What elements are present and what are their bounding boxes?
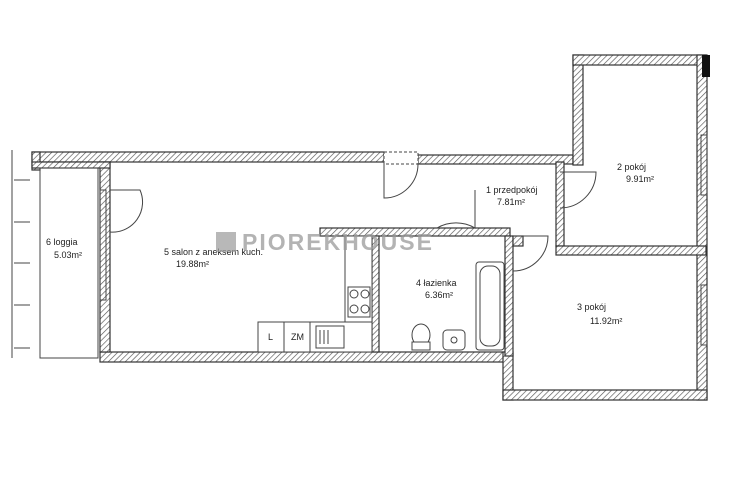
windows — [11, 134, 708, 359]
room-6-area: 5.03m² — [54, 250, 82, 260]
room-4-name: 4 łazienka — [416, 278, 457, 288]
bathtub — [475, 261, 505, 351]
room-5-area: 19.88m² — [176, 259, 209, 269]
watermark-logo-mark — [216, 232, 236, 252]
doors — [109, 151, 597, 272]
room-6-name: 6 loggia — [46, 237, 78, 247]
kitchen-counter: L ZM — [257, 235, 373, 353]
sink — [315, 325, 345, 349]
cooktop — [347, 286, 371, 318]
room-5-name: 5 salon z aneksem kuch. — [164, 247, 263, 257]
interior-walls — [319, 161, 707, 357]
room-labels: 1 przedpokój 7.81m² 2 pokój 9.91m² 3 pok… — [46, 162, 654, 326]
cabinet-zm-label: ZM — [291, 332, 304, 342]
room-2-area: 9.91m² — [626, 174, 654, 184]
bathroom-fixtures — [411, 261, 505, 351]
room-1-area: 7.81m² — [497, 197, 525, 207]
cabinet-l-label: L — [268, 332, 273, 342]
room-2-name: 2 pokój — [617, 162, 646, 172]
room-1-name: 1 przedpokój — [486, 185, 538, 195]
watermark: PIOREKHOUSE — [216, 229, 434, 255]
exterior-walls — [31, 54, 710, 401]
room-3-name: 3 pokój — [577, 302, 606, 312]
room-4-area: 6.36m² — [425, 290, 453, 300]
washbasin — [442, 329, 466, 351]
room-3-area: 11.92m² — [590, 316, 622, 326]
watermark-brand: PIOREKHOUSE — [242, 229, 434, 255]
